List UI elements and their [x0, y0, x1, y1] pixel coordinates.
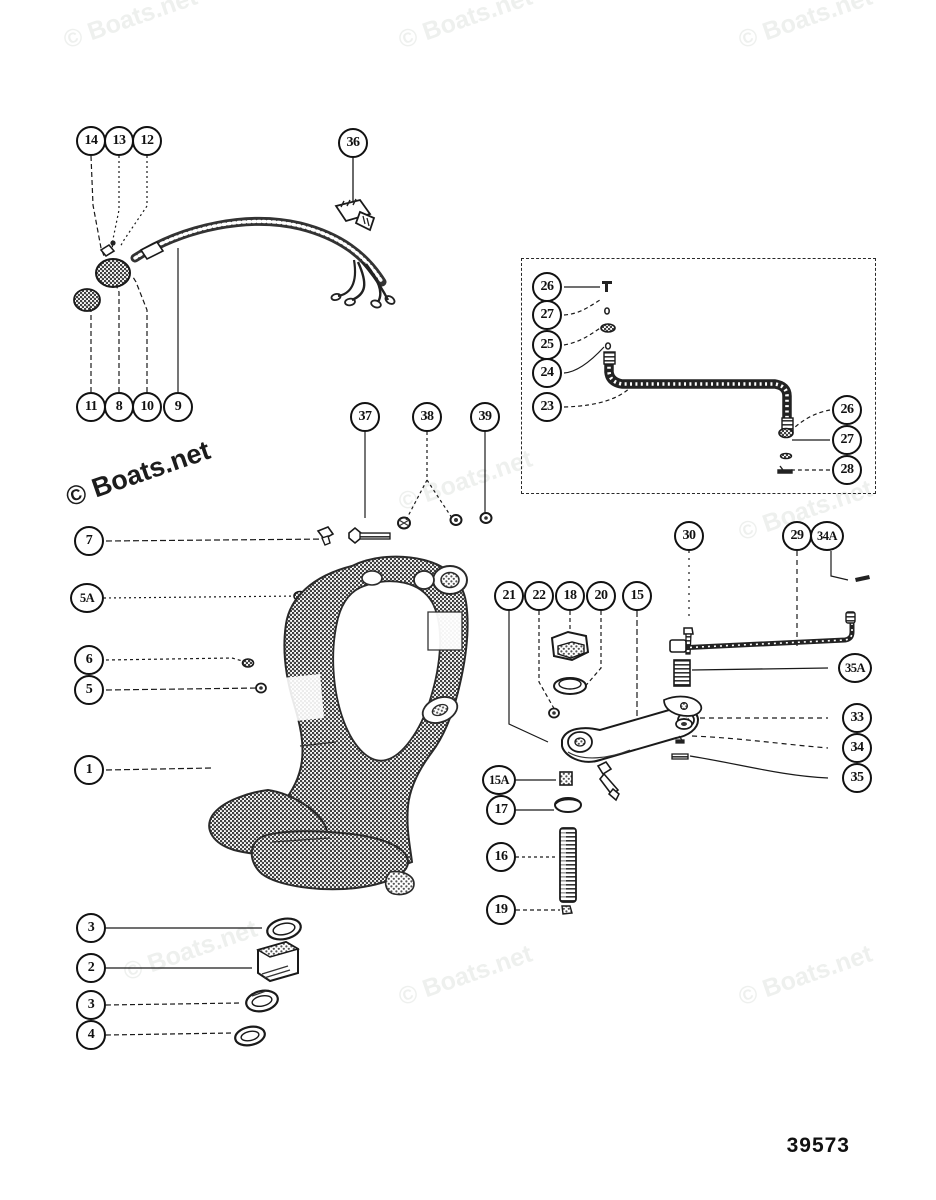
- callout-39[interactable]: 39: [470, 402, 500, 432]
- callout-34[interactable]: 34: [842, 733, 872, 763]
- diagram-part-number: 39573: [786, 1134, 850, 1157]
- callout-6[interactable]: 6: [74, 645, 104, 675]
- callout-20[interactable]: 20: [586, 581, 616, 611]
- callout-35[interactable]: 35: [842, 763, 872, 793]
- callout-38[interactable]: 38: [412, 402, 442, 432]
- callout-22[interactable]: 22: [524, 581, 554, 611]
- callout-19[interactable]: 19: [486, 895, 516, 925]
- callout-21[interactable]: 21: [494, 581, 524, 611]
- callout-1[interactable]: 1: [74, 755, 104, 785]
- callout-5[interactable]: 5: [74, 675, 104, 705]
- callout-2[interactable]: 2: [76, 953, 106, 983]
- callout-28[interactable]: 28: [832, 455, 862, 485]
- callout-27[interactable]: 27: [832, 425, 862, 455]
- callout-30[interactable]: 30: [674, 521, 704, 551]
- callout-16[interactable]: 16: [486, 842, 516, 872]
- callout-15a[interactable]: 15A: [482, 765, 516, 795]
- callout-5a[interactable]: 5A: [70, 583, 104, 613]
- trim-hose-detail-panel: [521, 258, 876, 494]
- callout-14[interactable]: 14: [76, 126, 106, 156]
- callout-17[interactable]: 17: [486, 795, 516, 825]
- callout-36[interactable]: 36: [338, 128, 368, 158]
- callout-3[interactable]: 3: [76, 990, 106, 1020]
- callout-15[interactable]: 15: [622, 581, 652, 611]
- callout-35a[interactable]: 35A: [838, 653, 872, 683]
- callout-33[interactable]: 33: [842, 703, 872, 733]
- callout-13[interactable]: 13: [104, 126, 134, 156]
- callout-24[interactable]: 24: [532, 358, 562, 388]
- callout-27[interactable]: 27: [532, 300, 562, 330]
- callout-12[interactable]: 12: [132, 126, 162, 156]
- callout-4[interactable]: 4: [76, 1020, 106, 1050]
- callout-34a[interactable]: 34A: [810, 521, 844, 551]
- callout-29[interactable]: 29: [782, 521, 812, 551]
- callout-9[interactable]: 9: [163, 392, 193, 422]
- callout-8[interactable]: 8: [104, 392, 134, 422]
- callout-10[interactable]: 10: [132, 392, 162, 422]
- callout-26[interactable]: 26: [832, 395, 862, 425]
- callout-18[interactable]: 18: [555, 581, 585, 611]
- callout-26[interactable]: 26: [532, 272, 562, 302]
- callout-11[interactable]: 11: [76, 392, 106, 422]
- callout-7[interactable]: 7: [74, 526, 104, 556]
- callout-23[interactable]: 23: [532, 392, 562, 422]
- callout-37[interactable]: 37: [350, 402, 380, 432]
- callout-25[interactable]: 25: [532, 330, 562, 360]
- callout-3[interactable]: 3: [76, 913, 106, 943]
